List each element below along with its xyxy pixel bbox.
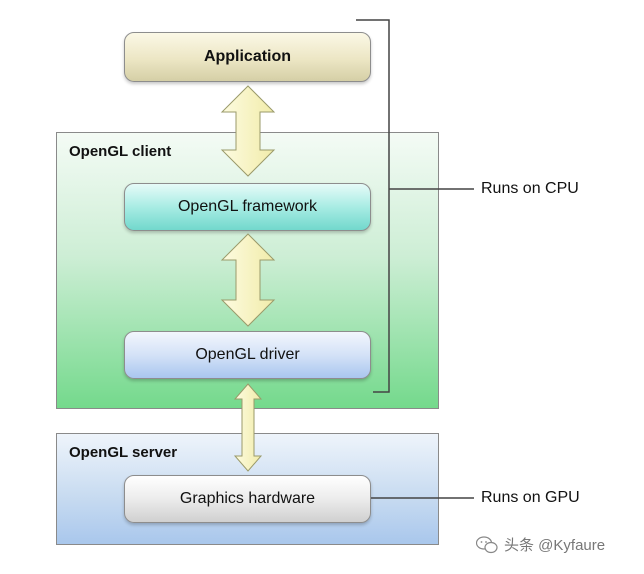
graphics-hardware-box: Graphics hardware bbox=[124, 475, 371, 523]
opengl-framework-box: OpenGL framework bbox=[124, 183, 371, 231]
opengl-driver-box: OpenGL driver bbox=[124, 331, 371, 379]
double-arrow-icon bbox=[220, 233, 276, 327]
opengl-server-title: OpenGL server bbox=[69, 444, 178, 461]
double-arrow-icon bbox=[220, 85, 276, 177]
graphics-hardware-label: Graphics hardware bbox=[179, 490, 316, 507]
double-arrow-icon bbox=[233, 383, 263, 472]
runs-on-gpu-label: Runs on GPU bbox=[481, 489, 580, 506]
wechat-icon bbox=[476, 535, 498, 553]
opengl-driver-label: OpenGL driver bbox=[195, 346, 300, 363]
watermark-text: 头条 @Kyfaure bbox=[504, 537, 606, 554]
watermark: 头条 @Kyfaure bbox=[476, 534, 605, 555]
opengl-framework-label: OpenGL framework bbox=[177, 198, 317, 215]
application-label: Application bbox=[203, 48, 292, 65]
runs-on-cpu-label: Runs on CPU bbox=[481, 180, 579, 197]
opengl-client-title: OpenGL client bbox=[69, 143, 172, 160]
cpu-bracket bbox=[356, 19, 390, 393]
application-box: Application bbox=[124, 32, 371, 82]
